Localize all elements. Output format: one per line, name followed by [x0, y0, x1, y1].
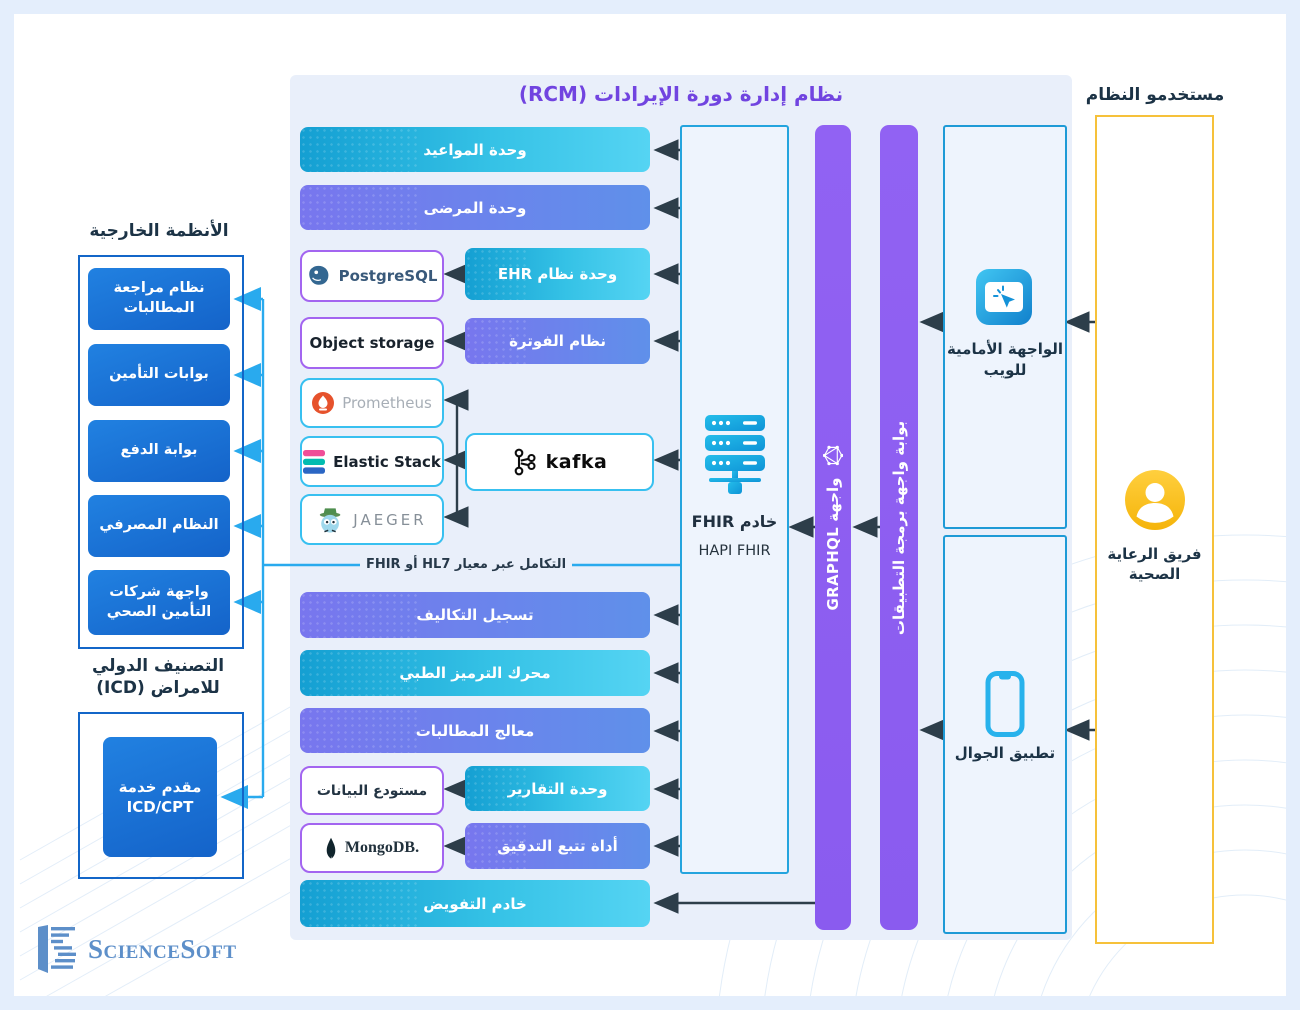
postgresql-icon: [308, 265, 328, 285]
graphql-interface-bar: واجهة GRAPHQL: [815, 125, 851, 930]
external-health-insurers-label: واجهة شركات التأمين الصحي: [106, 583, 212, 620]
module-patients-label: وحدة المرضى: [423, 198, 527, 217]
user-icon: [1125, 470, 1185, 530]
graphql-icon: [823, 445, 843, 465]
postgresql-box: PostgreSQL: [300, 250, 444, 302]
prometheus-icon: [312, 392, 335, 414]
web-frontend-icon: [976, 269, 1032, 325]
graphql-interface-content: واجهة GRAPHQL: [823, 445, 843, 610]
external-health-insurers: واجهة شركات التأمين الصحي: [88, 570, 230, 635]
module-appointments: وحدة المواعيد: [300, 127, 650, 172]
web-frontend-box: الواجهة الأمامية للويب: [943, 125, 1067, 529]
mobile-app-icon: [985, 671, 1025, 737]
external-insurance-portals-label: بوابات التأمين: [109, 366, 209, 383]
kafka-label: kafka: [545, 451, 608, 473]
external-banking-system: النظام المصرفي: [88, 495, 230, 557]
kafka-box: kafka: [465, 433, 654, 491]
kafka-icon: [514, 448, 536, 476]
module-medical-coding: محرك الترميز الطبي: [300, 650, 650, 696]
external-payment-gateway-label: بوابة الدفع: [120, 442, 198, 459]
postgresql-label: PostgreSQL: [338, 267, 438, 285]
module-ehr-label: وحدة نظام EHR: [497, 265, 618, 283]
graphql-interface-label: واجهة GRAPHQL: [824, 477, 842, 610]
icd-header: التصنيف الدولي للامراض (ICD): [91, 656, 225, 699]
elastic-stack-box: Elastic Stack: [300, 436, 444, 487]
module-charge-capture: تسجيل التكاليف: [300, 592, 650, 638]
data-warehouse-label: مستودع البيانات: [316, 782, 428, 799]
elastic-stack-icon: [303, 449, 326, 474]
fhir-server-panel: خادم FHIR HAPI FHIR: [680, 125, 789, 874]
external-payment-gateway: بوابة الدفع: [88, 420, 230, 482]
jaeger-icon: [320, 507, 341, 533]
module-appointments-label: وحدة المواعيد: [423, 140, 527, 159]
external-claims-review-label: نظام مراجعة المطالبات: [113, 280, 205, 316]
object-storage-label: Object storage: [309, 334, 435, 352]
object-storage-box: Object storage: [300, 317, 444, 369]
module-ehr: وحدة نظام EHR: [465, 248, 650, 300]
brand-icon: [38, 925, 76, 973]
jaeger-label: JAEGER: [353, 510, 427, 529]
users-box: فريق الرعاية الصحية: [1095, 115, 1214, 944]
module-audit-trail-label: أداة تتبع التدقيق: [497, 837, 618, 855]
fhir-server-icon: [705, 415, 765, 494]
hl7-integration-label: التكامل عبر معيار HL7 أو FHIR: [360, 553, 572, 577]
elastic-stack-label: Elastic Stack: [333, 452, 441, 471]
api-gateway-content: بوابة واجهة برمجة التطبيقات: [890, 420, 908, 634]
fhir-server-name: خادم FHIR: [691, 512, 778, 531]
rcm-title: نظام إدارة دورة الإيرادات (RCM): [518, 82, 844, 106]
module-auth-server-label: خادم التفويض: [423, 894, 527, 913]
prometheus-box: Prometheus: [300, 378, 444, 428]
icd-provider-box: مقدم خدمة ICD/CPT: [103, 737, 217, 857]
brand-logo: ScienceSoft: [38, 925, 237, 973]
icd-provider-label: مقدم خدمة ICD/CPT: [118, 777, 202, 816]
data-warehouse-box: مستودع البيانات: [300, 766, 444, 815]
module-medical-coding-label: محرك الترميز الطبي: [399, 664, 551, 682]
healthcare-team-label: فريق الرعاية الصحية: [1107, 545, 1202, 583]
module-charge-capture-label: تسجيل التكاليف: [416, 606, 534, 624]
module-auth-server: خادم التفويض: [300, 880, 650, 927]
module-reports-label: وحدة التقارير: [507, 779, 608, 798]
module-claims-processor-label: معالج المطالبات: [415, 721, 535, 740]
mongodb-icon: [326, 837, 336, 859]
prometheus-label: Prometheus: [342, 394, 432, 412]
mongodb-box: MongoDB.: [300, 823, 444, 873]
mobile-app-box: تطبيق الجوال: [943, 535, 1067, 934]
api-gateway-bar: بوابة واجهة برمجة التطبيقات: [880, 125, 918, 930]
mongodb-label: MongoDB.: [344, 839, 420, 856]
brand-name: ScienceSoft: [88, 933, 237, 964]
external-systems-header: الأنظمة الخارجية: [89, 221, 229, 241]
api-gateway-label: بوابة واجهة برمجة التطبيقات: [890, 420, 908, 635]
module-reports: وحدة التقارير: [465, 766, 650, 811]
external-insurance-portals: بوابات التأمين: [88, 344, 230, 406]
module-audit-trail: أداة تتبع التدقيق: [465, 823, 650, 869]
external-banking-system-label: النظام المصرفي: [99, 517, 219, 534]
users-header: مستخدمو النظام: [1085, 85, 1225, 105]
mobile-app-label: تطبيق الجوال: [954, 744, 1056, 762]
external-claims-review: نظام مراجعة المطالبات: [88, 268, 230, 330]
web-frontend-label: الواجهة الأمامية للويب: [946, 340, 1064, 379]
fhir-server-impl: HAPI FHIR: [698, 543, 771, 559]
module-patients: وحدة المرضى: [300, 185, 650, 230]
module-billing-label: نظام الفوترة: [509, 332, 606, 350]
jaeger-box: JAEGER: [300, 494, 444, 545]
module-claims-processor: معالج المطالبات: [300, 708, 650, 753]
module-billing: نظام الفوترة: [465, 318, 650, 364]
